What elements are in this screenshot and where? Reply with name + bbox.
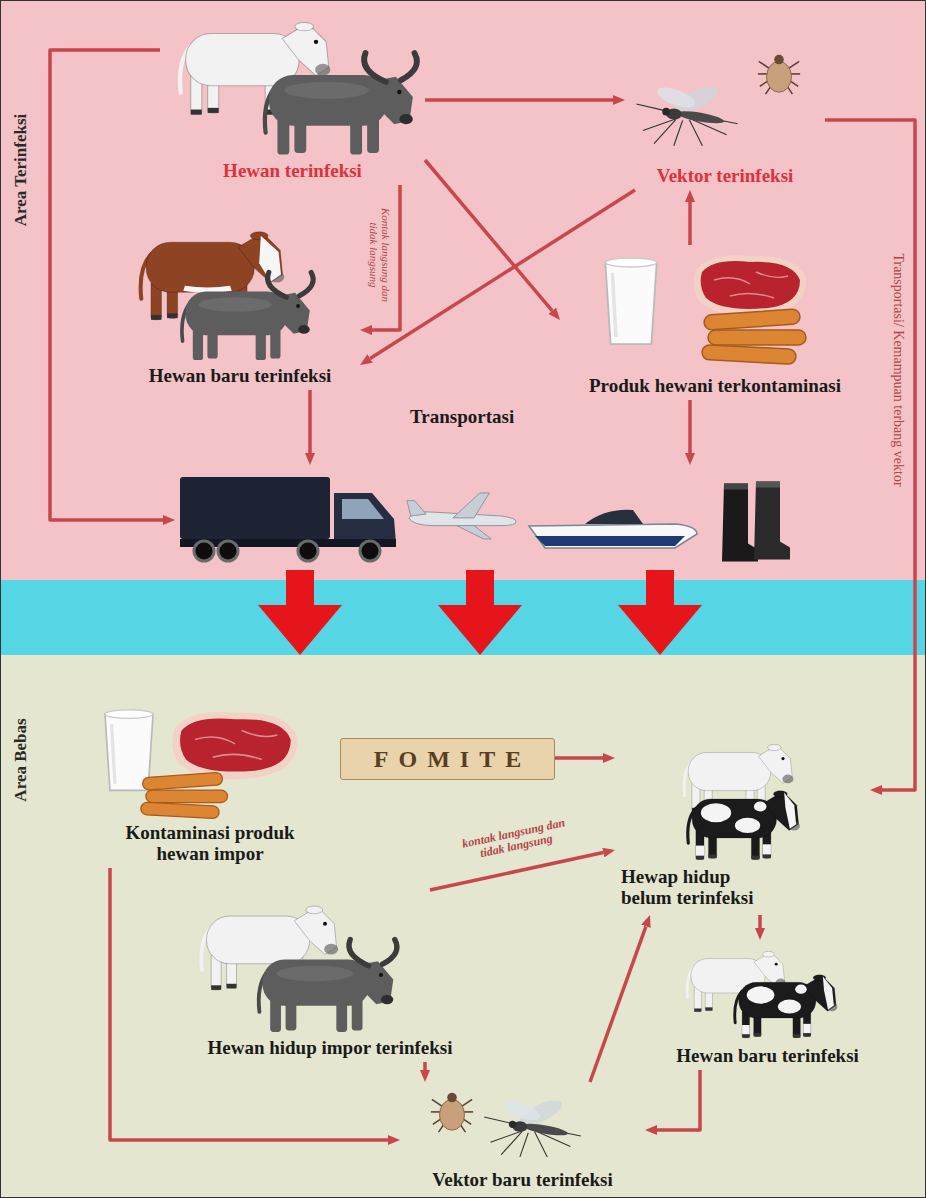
flow-arrow bbox=[555, 756, 603, 760]
cow-picture bbox=[183, 236, 281, 293]
animal-group: Hewan terinfeksi bbox=[160, 5, 425, 185]
node-label: Transportasi bbox=[410, 407, 514, 428]
product-group: Produk hewani terkontaminasi bbox=[560, 245, 870, 400]
flow-arrow bbox=[758, 915, 762, 928]
node-label: Hewan terinfeksi bbox=[223, 161, 362, 182]
animal-group: Hewan baru terinfeksi bbox=[660, 940, 875, 1070]
flow-arrow bbox=[50, 50, 163, 520]
product-group: Kontaminasi produk hewan impor bbox=[95, 700, 325, 868]
animal-group: Hewan baru terinfeksi bbox=[120, 215, 360, 390]
milk-picture bbox=[605, 258, 656, 344]
node-label: Hewap hidup belum terinfeksi bbox=[621, 867, 771, 909]
border-strip bbox=[0, 580, 926, 655]
fomite-tile: FOMITE bbox=[340, 738, 555, 780]
meat-picture bbox=[694, 255, 806, 315]
cow-picture bbox=[696, 793, 796, 856]
flow-arrow bbox=[430, 853, 603, 890]
animal-group: Hewap hidup belum terinfeksi bbox=[615, 730, 870, 915]
boots-picture bbox=[722, 482, 790, 562]
pictures bbox=[105, 22, 837, 1157]
flow-arrow bbox=[370, 190, 635, 359]
sausage-picture bbox=[702, 309, 806, 365]
meat-picture bbox=[172, 712, 297, 779]
buffalo-picture bbox=[182, 272, 313, 360]
cow-picture bbox=[735, 975, 838, 1038]
buffalo-picture bbox=[259, 940, 397, 1032]
flow-arrow bbox=[372, 185, 400, 330]
flow-arrow bbox=[425, 160, 552, 311]
tick-picture bbox=[758, 55, 800, 94]
flow-arrow bbox=[110, 868, 388, 1140]
plane-picture bbox=[407, 493, 516, 539]
flow-arrow bbox=[688, 202, 692, 245]
infected-area-band: Area Terinfeksi Hewan terinfeksi Vektor te… bbox=[0, 0, 926, 580]
buffalo-picture bbox=[265, 53, 417, 155]
node-label: Vektor terinfeksi bbox=[657, 166, 794, 187]
node-label: Produk hewani terkontaminasi bbox=[589, 376, 841, 397]
flow-arrow bbox=[308, 390, 312, 453]
boat-picture bbox=[529, 510, 697, 548]
tile-letters: FOMITE bbox=[341, 746, 554, 772]
vector-group: Vektor terinfeksi bbox=[625, 45, 825, 190]
node-label: Hewan hidup impor terinfeksi bbox=[207, 1038, 452, 1059]
area-title: Area Bebas bbox=[12, 718, 31, 801]
transport-arrow bbox=[466, 570, 494, 605]
free-area-band: Area BebasKontaminasi produk hewan impor… bbox=[0, 655, 926, 1198]
transport-arrow bbox=[286, 570, 314, 605]
edge-label: Kontak langsung dan tidak langsung bbox=[368, 205, 392, 305]
transport-arrow bbox=[646, 570, 674, 605]
infected-area-fill bbox=[0, 0, 926, 580]
area-title: Area Terinfeksi bbox=[12, 114, 31, 227]
flow-arrow bbox=[688, 400, 692, 453]
node-label: Hewan baru terinfeksi bbox=[676, 1046, 859, 1067]
flow-arrow bbox=[657, 1070, 700, 1130]
edge-label: kontak langsung dan tidak langsung bbox=[457, 815, 572, 864]
connectors bbox=[50, 50, 915, 1140]
node-label: Vektor baru terinfeksi bbox=[432, 1170, 613, 1191]
node-label: Hewan baru terinfeksi bbox=[149, 366, 332, 387]
mosquito-picture bbox=[484, 1095, 581, 1156]
transport-group: Transportasi bbox=[175, 465, 800, 570]
free-area-fill bbox=[0, 655, 926, 1198]
vector-group: Vektor baru terinfeksi bbox=[400, 1082, 645, 1194]
mosquito-picture bbox=[636, 81, 737, 145]
cow-picture bbox=[688, 791, 800, 860]
animal-group: Hewan hidup impor terinfeksi bbox=[145, 890, 515, 1062]
flow-arrow bbox=[423, 1062, 427, 1070]
edge-label: Transportasi/ Kemampuan terbang vektor bbox=[890, 253, 905, 486]
flow-arrow bbox=[825, 120, 915, 790]
flow-arrow bbox=[590, 926, 646, 1082]
tick-picture bbox=[431, 1093, 473, 1132]
flow-arrow bbox=[425, 98, 613, 102]
truck-picture bbox=[180, 477, 396, 561]
node-label: Kontaminasi produk hewan impor bbox=[110, 823, 310, 865]
cow-picture bbox=[742, 977, 834, 1035]
sausage-picture bbox=[141, 772, 228, 818]
